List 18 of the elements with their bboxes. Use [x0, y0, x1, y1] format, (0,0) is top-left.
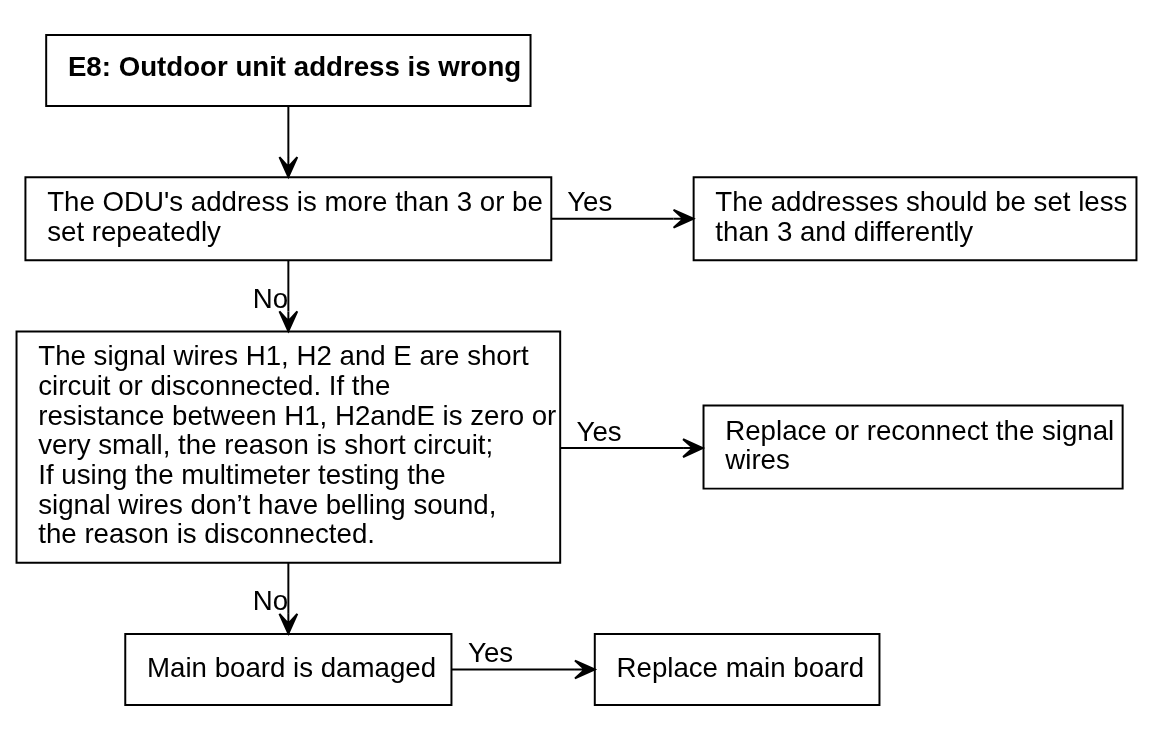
node-box: Main board is damaged [124, 632, 453, 707]
node-box: E8: Outdoor unit address is wrong [45, 33, 532, 108]
node-box: Replace main board [593, 632, 881, 707]
node-box: The signal wires H1, H2 and E are short circuit or disconnected. If the resistance between H1, H2andE is zero or very small, the reason is short circuit; If using the multimeter testing the signal wires don’t have belling sound, the reason is disconnected. [15, 330, 562, 564]
arrow [450, 659, 596, 680]
edge-label: Yes [468, 636, 514, 668]
edge-label: Yes [567, 186, 613, 218]
node-box: Replace or reconnect the signal wires [702, 404, 1124, 490]
edge-label: No [252, 283, 289, 315]
edge-label: No [252, 585, 289, 617]
arrow [559, 438, 704, 458]
arrow [278, 259, 299, 333]
arrow [278, 105, 299, 178]
node-box: The addresses should be set less than 3 and differently [692, 176, 1138, 262]
arrow [278, 561, 299, 635]
node-box: The ODU's address is more than 3 or be set repeatedly [24, 176, 553, 262]
edge-label: Yes [576, 415, 622, 447]
arrow [550, 208, 695, 229]
